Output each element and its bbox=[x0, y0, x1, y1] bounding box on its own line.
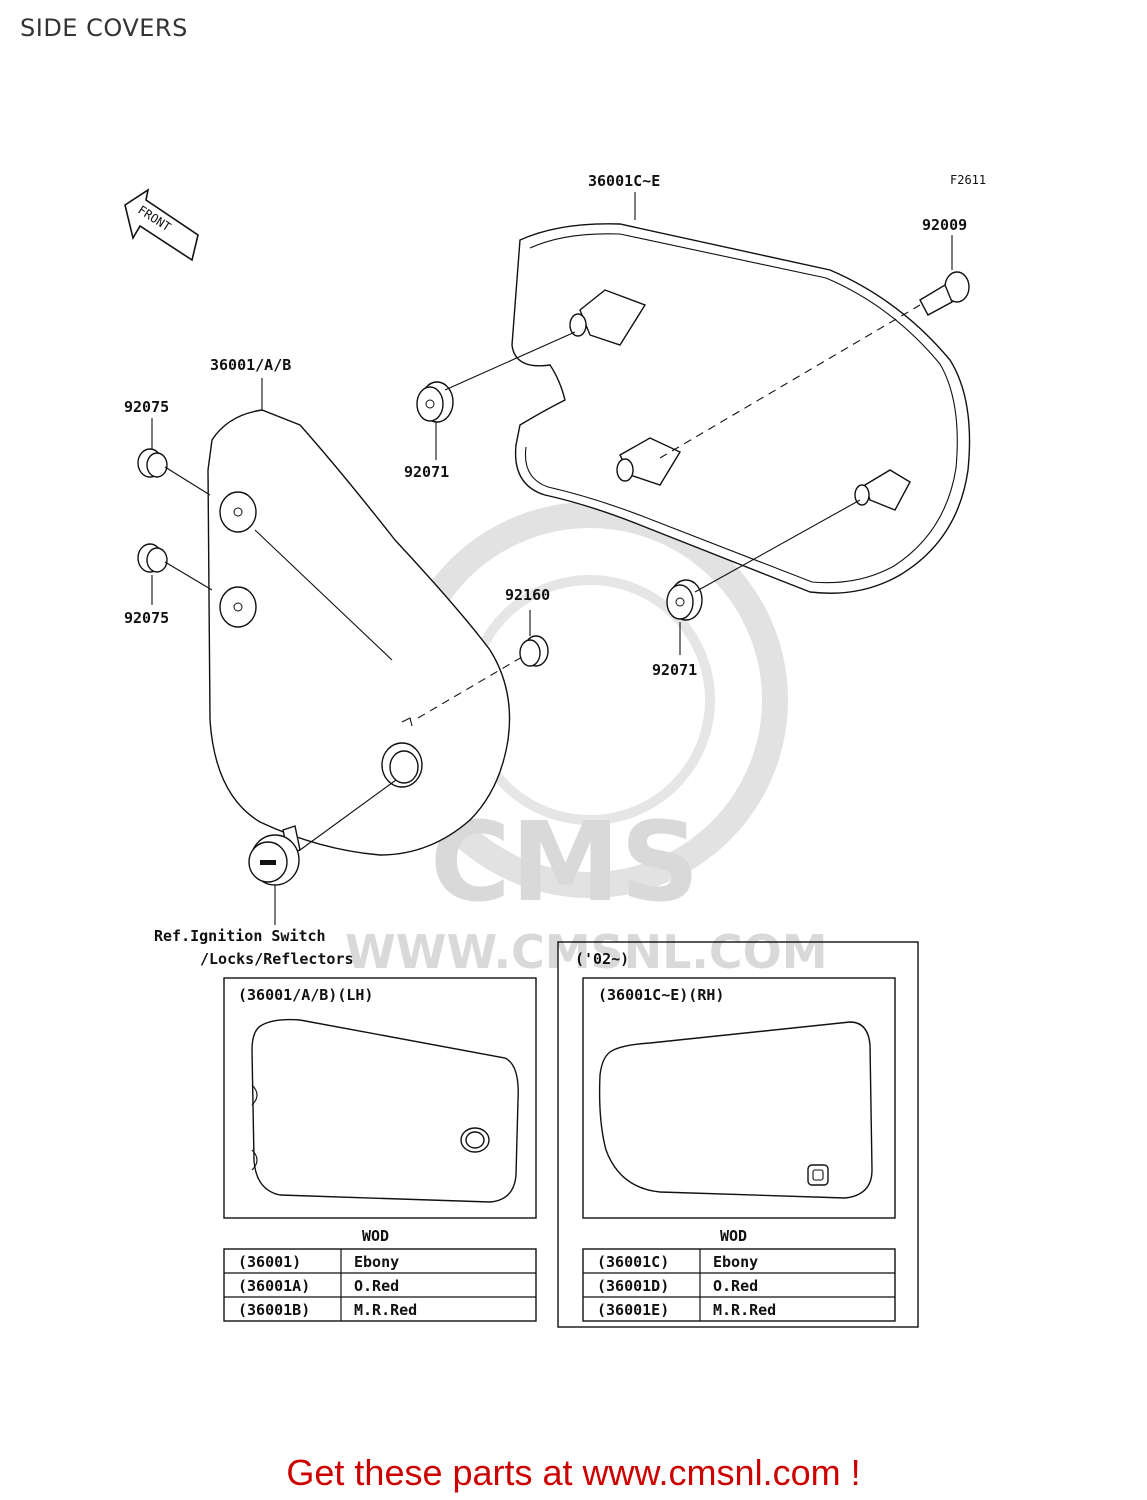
lh-table-header: WOD bbox=[362, 1227, 389, 1245]
lh-side-cover bbox=[207, 409, 511, 856]
rh-side-cover bbox=[511, 223, 971, 594]
callout-ref-note-line1: Ref.Ignition Switch bbox=[154, 927, 326, 945]
rh-row-color: Ebony bbox=[713, 1253, 758, 1271]
lh-row-code: (36001A) bbox=[238, 1277, 310, 1295]
rh-box-label: (36001C~E)(RH) bbox=[598, 986, 724, 1004]
grommet-lh-top bbox=[137, 448, 168, 478]
rh-row-color: M.R.Red bbox=[713, 1301, 776, 1319]
lock-cylinder bbox=[248, 825, 301, 886]
callout-cover-rh: 36001C~E bbox=[588, 172, 660, 190]
rh-year-note: ('02~) bbox=[575, 950, 629, 968]
grommet-rh-rear bbox=[666, 579, 703, 621]
page-title: SIDE COVERS bbox=[20, 14, 188, 42]
grommet-lh-bottom bbox=[137, 543, 168, 573]
rh-row-code: (36001D) bbox=[597, 1277, 669, 1295]
leader-lines bbox=[151, 192, 953, 925]
lh-variant-panel: (36001/A/B)(LH) WOD (36001) Ebony (36001… bbox=[223, 977, 537, 1322]
front-arrow-icon: FRONT bbox=[124, 188, 199, 262]
damper-part bbox=[519, 635, 549, 667]
rh-table-header: WOD bbox=[720, 1227, 747, 1245]
callout-grommet-lh-bottom: 92075 bbox=[124, 609, 169, 627]
rh-variant-panel: ('02~) (36001C~E)(RH) WOD (36001C) Ebony… bbox=[557, 941, 919, 1328]
lh-row-code: (36001B) bbox=[238, 1301, 310, 1319]
rh-row-color: O.Red bbox=[713, 1277, 758, 1295]
lh-box-label: (36001/A/B)(LH) bbox=[238, 986, 373, 1004]
figure-code: F2611 bbox=[950, 173, 986, 187]
lh-row-code: (36001) bbox=[238, 1253, 301, 1271]
lh-row-color: M.R.Red bbox=[354, 1301, 417, 1319]
lh-row-color: O.Red bbox=[354, 1277, 399, 1295]
watermark-brand: CMS bbox=[430, 798, 699, 926]
callout-grommet-rh-rear: 92071 bbox=[652, 661, 697, 679]
callout-bolt: 92009 bbox=[922, 216, 967, 234]
grommet-rh-front bbox=[416, 381, 454, 423]
lh-row-color: Ebony bbox=[354, 1253, 399, 1271]
callout-grommet-lh-top: 92075 bbox=[124, 398, 169, 416]
bolt-part bbox=[919, 271, 970, 316]
rh-row-code: (36001E) bbox=[597, 1301, 669, 1319]
footer-cta-link[interactable]: Get these parts at www.cmsnl.com ! bbox=[286, 1452, 861, 1493]
watermark-url: WWW.CMSNL.COM bbox=[345, 925, 828, 979]
callout-cover-lh: 36001/A/B bbox=[210, 356, 291, 374]
callout-ref-note-line2: /Locks/Reflectors bbox=[200, 950, 354, 968]
callout-grommet-rh-front: 92071 bbox=[404, 463, 449, 481]
callout-damper: 92160 bbox=[505, 586, 550, 604]
rh-row-code: (36001C) bbox=[597, 1253, 669, 1271]
